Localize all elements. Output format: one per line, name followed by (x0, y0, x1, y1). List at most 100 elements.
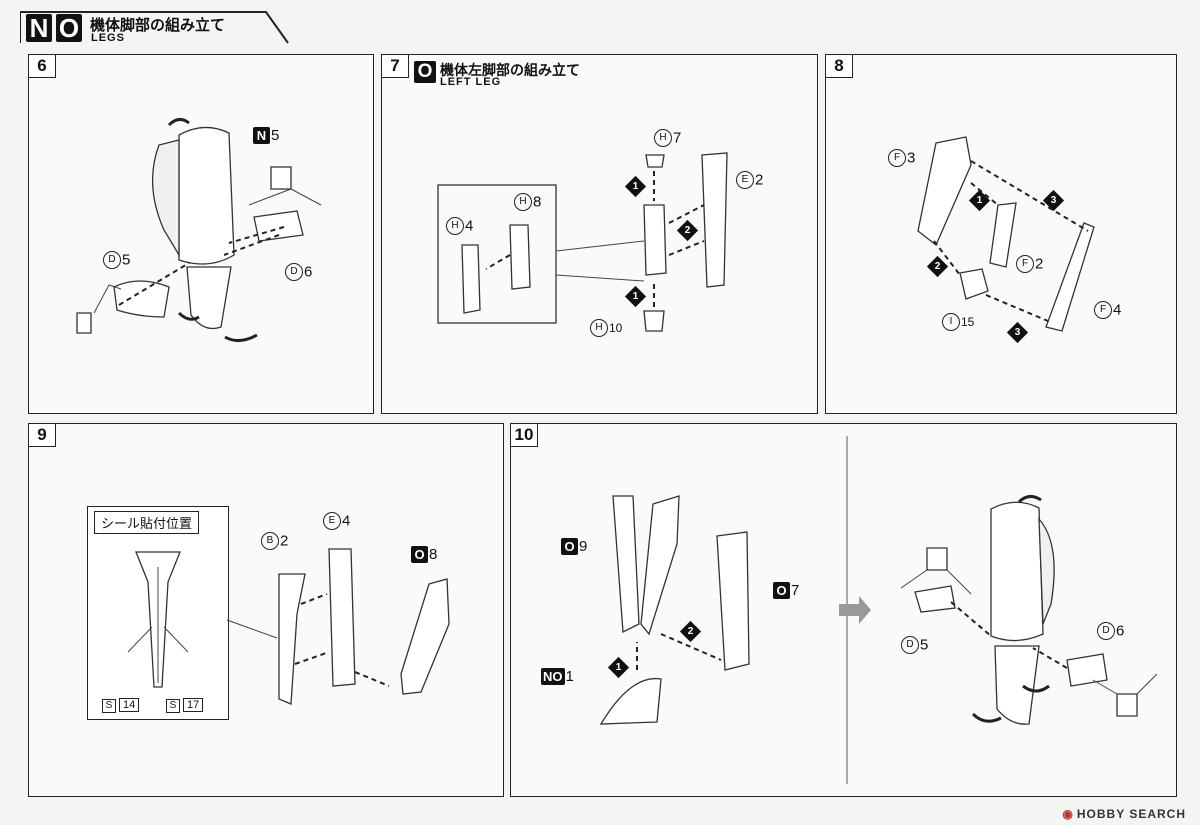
part-o9-badge: O (561, 538, 578, 555)
part-e4-letter: E (323, 512, 341, 531)
part-d5-number: 5 (920, 636, 929, 654)
brand-logo-icon: ◉ (1062, 807, 1074, 821)
part-d5-number: 5 (122, 251, 131, 269)
part-f4-letter: F (1094, 301, 1112, 320)
sticker-diagram (127, 551, 189, 688)
part-o8-number: 8 (429, 546, 438, 563)
part-d6-letter: D (1097, 622, 1115, 641)
step-7-title: 機体左脚部の組み立て (440, 62, 580, 78)
header-subtitle: LEGS (91, 32, 125, 44)
order-marker-2: 2 (676, 219, 699, 242)
order-marker-2: 2 (679, 620, 702, 643)
part-i15-number: 15 (961, 315, 975, 330)
brand-watermark: ◉HOBBY SEARCH (1062, 807, 1186, 821)
brand-name: HOBBY SEARCH (1076, 807, 1186, 821)
step-10-number: 10 (511, 424, 538, 447)
step-8-number: 8 (826, 55, 853, 78)
step-6-number: 6 (29, 55, 56, 78)
part-h7-number: 7 (673, 129, 682, 147)
step-8-illustration (917, 136, 1095, 332)
order-marker-1b: 1 (624, 285, 647, 308)
part-d6-number: 6 (1116, 622, 1125, 640)
step-6-illustration (76, 118, 322, 342)
part-f3-letter: F (888, 149, 906, 168)
part-f2-number: 2 (1035, 255, 1044, 273)
part-d6-letter: D (285, 263, 303, 282)
step-7-badge: O (414, 61, 436, 83)
order-marker-3a: 3 (1042, 189, 1065, 212)
section-header: N O 機体脚部の組み立て LEGS (20, 8, 290, 44)
part-h4-letter: H (446, 217, 464, 236)
part-d6-number: 6 (304, 263, 313, 281)
step-7-illustration (437, 152, 728, 332)
part-h10-letter: H (590, 319, 608, 338)
part-h10-number: 10 (609, 321, 623, 336)
part-b2-number: 2 (280, 532, 289, 550)
order-marker-2: 2 (926, 255, 949, 278)
part-h8-letter: H (514, 193, 532, 212)
sticker-position-title: シール貼付位置 (94, 511, 200, 534)
step-7-subtitle: LEFT LEG (440, 76, 502, 88)
order-marker-3b: 3 (1006, 321, 1029, 344)
order-marker-1a: 1 (624, 175, 647, 198)
part-h7-letter: H (654, 129, 672, 148)
part-f2-letter: F (1016, 255, 1034, 274)
part-h4-number: 4 (465, 217, 474, 235)
header-badge-o: O (56, 14, 82, 42)
order-marker-1: 1 (607, 656, 630, 679)
part-o9-number: 9 (579, 538, 588, 555)
part-e2-number: 2 (755, 171, 764, 189)
arrow-right-icon (839, 596, 871, 624)
part-e2-letter: E (736, 171, 754, 190)
part-no1-badge: NO (541, 668, 565, 685)
part-b2-letter: B (261, 532, 279, 551)
part-o7-number: 7 (791, 582, 800, 599)
step-9-number: 9 (29, 424, 56, 447)
step-7-number: 7 (382, 55, 409, 78)
part-n5-badge: N (253, 127, 270, 144)
part-d5-letter: D (901, 636, 919, 655)
part-i15-letter: I (942, 313, 960, 332)
part-e4-number: 4 (342, 512, 351, 530)
part-h8-number: 8 (533, 193, 542, 211)
part-f4-number: 4 (1113, 301, 1122, 319)
part-f3-number: 3 (907, 149, 916, 167)
header-tab-shape (20, 11, 289, 44)
header-title: 機体脚部の組み立て (90, 17, 226, 34)
part-o7-badge: O (773, 582, 790, 599)
part-n5-number: 5 (271, 127, 280, 144)
step-9-illustration (226, 548, 450, 705)
part-d5-letter: D (103, 251, 121, 270)
order-marker-1: 1 (968, 189, 991, 212)
step-10-illustration (599, 436, 1158, 784)
part-no1-number: 1 (565, 668, 574, 685)
